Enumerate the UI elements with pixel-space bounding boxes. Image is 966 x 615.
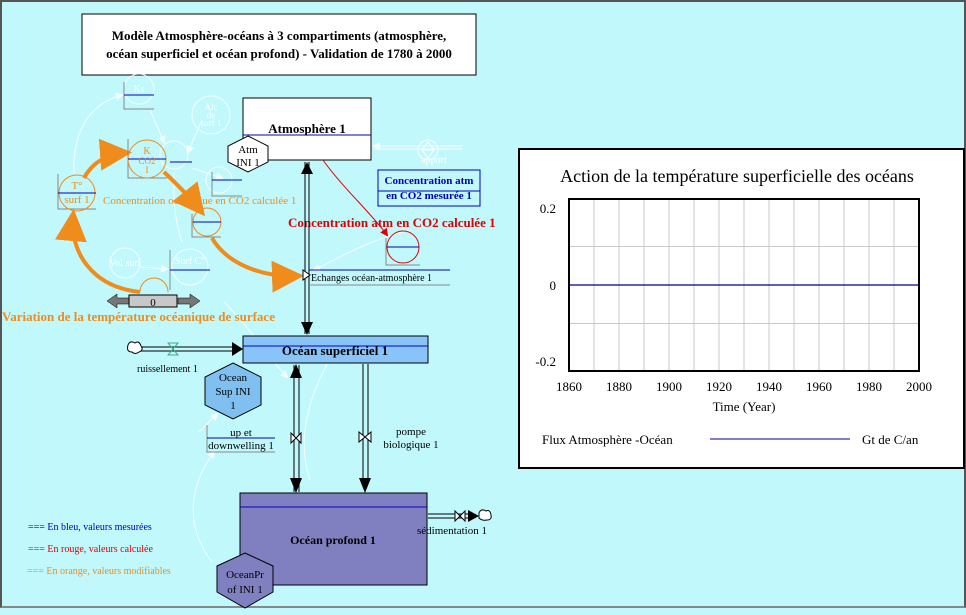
conc-calculee-label: Concentration atm en CO2 calculée 1	[288, 215, 496, 230]
t-surf-label-1: T°	[71, 180, 82, 192]
pompe-biologique-flow[interactable]: pompe biologique 1	[358, 364, 439, 493]
alc-variable[interactable]: Alc de surf 1	[201, 102, 222, 128]
alc-label-2: de	[207, 110, 216, 120]
x-tick-label: 2000	[906, 379, 932, 394]
pompe-label-1: pompe	[396, 426, 426, 438]
conc-oceanique-label: Concentration océanique en CO2 calculée …	[103, 195, 296, 207]
ks-label: Ks	[133, 84, 144, 95]
x-tick-label: 1960	[806, 379, 832, 394]
ruissellement-label: ruissellement 1	[137, 364, 198, 375]
ocean-sup-ini-hexagon[interactable]: Ocean Sup INI 1	[204, 362, 262, 420]
y-tick-labels: 0.2 0 -0.2	[535, 201, 556, 369]
updown-label-1: up et	[230, 427, 252, 439]
stock-ocean-superficiel[interactable]: Océan superficiel 1	[242, 335, 429, 364]
up-downwelling-flow[interactable]: up et downwelling 1	[206, 364, 302, 493]
echanges-label: Echanges océan-atmosphère 1	[311, 273, 432, 284]
atm-ini-hexagon[interactable]: Atm INI 1	[227, 135, 269, 173]
title-line-1: Modèle Atmosphère-océans à 3 compartimen…	[112, 28, 447, 43]
atm-ini-label-2: INI 1	[236, 157, 260, 169]
atmosphere-label: Atmosphère 1	[268, 121, 345, 136]
alc-label-1: Alc	[205, 102, 218, 112]
faint-connectors	[73, 92, 462, 563]
x-tick-label: 1880	[606, 379, 632, 394]
legend-red: === En rouge, valeurs calculée	[28, 544, 153, 555]
x-tick-label: 1940	[756, 379, 782, 394]
vol-surf-label: Vol surf	[109, 258, 141, 269]
chart-panel: Action de la température superficielle d…	[518, 148, 965, 469]
k-label: K	[143, 146, 151, 157]
ocean-sup-ini-label-2: Sup INI	[215, 386, 250, 398]
conc-atm-calculee-variable[interactable]: Concentration atm en CO2 calculée 1	[288, 215, 496, 266]
conc-oceanique-variable[interactable]: Concentration océanique en CO2 calculée …	[103, 195, 296, 238]
y-tick-label: 0.2	[540, 201, 556, 216]
t-surf-variable[interactable]: T° surf 1	[57, 174, 96, 212]
apport-label: apport	[421, 155, 447, 166]
x-tick-label: 1900	[656, 379, 682, 394]
ocean-pr-ini-label-2: of INI 1	[227, 584, 262, 596]
i-label: I	[146, 165, 149, 175]
conc-mesuree-label-2: en CO2 mesurée 1	[386, 190, 472, 202]
x-tick-label: 1920	[706, 379, 732, 394]
vol-surf-variable[interactable]: Vol surf	[109, 258, 141, 269]
atm-ini-label-1: Atm	[238, 144, 258, 156]
chart-title: Action de la température superficielle d…	[560, 166, 914, 186]
variation-temperature-variable[interactable]: Variation de la température océanique de…	[2, 277, 275, 324]
ocean-pr-ini-label-1: OceanPr	[226, 569, 264, 581]
sedimentation-flow[interactable]: sédimentation 1	[417, 509, 492, 537]
slider-value: 0	[150, 297, 156, 309]
legend-orange: === En orange, valeurs modifiables	[27, 566, 171, 577]
co2-label: CO2	[138, 156, 155, 166]
variation-temp-label: Variation de la température océanique de…	[2, 309, 275, 324]
conc-mesuree-label-1: Concentration atm	[385, 175, 474, 187]
echanges-flow[interactable]: Echanges océan-atmosphère 1	[301, 162, 450, 335]
x-tick-labels: 1860 1880 1900 1920 1940 1960 1980 2000	[556, 379, 932, 394]
ocean-pr-ini-hexagon[interactable]: OceanPr of INI 1	[216, 552, 274, 609]
red-connector	[322, 159, 389, 237]
surf-c-label: Surf C°	[175, 256, 205, 267]
title-box: Modèle Atmosphère-océans à 3 compartimen…	[81, 13, 477, 76]
y-tick-label: -0.2	[535, 354, 556, 369]
sedimentation-label: sédimentation 1	[417, 525, 487, 537]
orange-feedback-arcs	[55, 138, 304, 294]
ocean-superficiel-label: Océan superficiel 1	[282, 343, 388, 358]
ruissellement-flow[interactable]: ruissellement 1	[127, 341, 244, 375]
apport-flow[interactable]: apport	[421, 141, 447, 166]
ks-variable[interactable]: Ks	[123, 82, 154, 110]
y-tick-label: 0	[550, 278, 557, 293]
alc-label-3: surf 1	[201, 118, 222, 128]
ocean-profond-label: Océan profond 1	[290, 533, 376, 547]
legend-blue: === En bleu, valeurs mesurées	[28, 522, 152, 533]
title-line-2: océan superficiel et océan profond) - Va…	[106, 46, 452, 61]
ocean-sup-ini-label-3: 1	[230, 400, 236, 412]
surf-c-variable[interactable]: Surf C°	[169, 250, 210, 290]
ocean-sup-ini-label-1: Ocean	[219, 372, 248, 384]
legend-series-name: Flux Atmosphère -Océan	[542, 432, 673, 447]
updown-label-2: downwelling 1	[208, 440, 274, 452]
legend-series-unit: Gt de C/an	[862, 432, 919, 447]
k-co2-variable[interactable]: K CO2 I	[127, 139, 167, 179]
conc-atm-mesuree-variable[interactable]: Concentration atm en CO2 mesurée 1	[377, 169, 481, 207]
x-axis-label: Time (Year)	[713, 399, 776, 414]
t-surf-label-2: surf 1	[64, 194, 89, 206]
x-tick-label: 1860	[556, 379, 582, 394]
pompe-label-2: biologique 1	[383, 439, 438, 451]
x-tick-label: 1980	[856, 379, 882, 394]
variation-slider[interactable]: 0	[106, 293, 201, 309]
